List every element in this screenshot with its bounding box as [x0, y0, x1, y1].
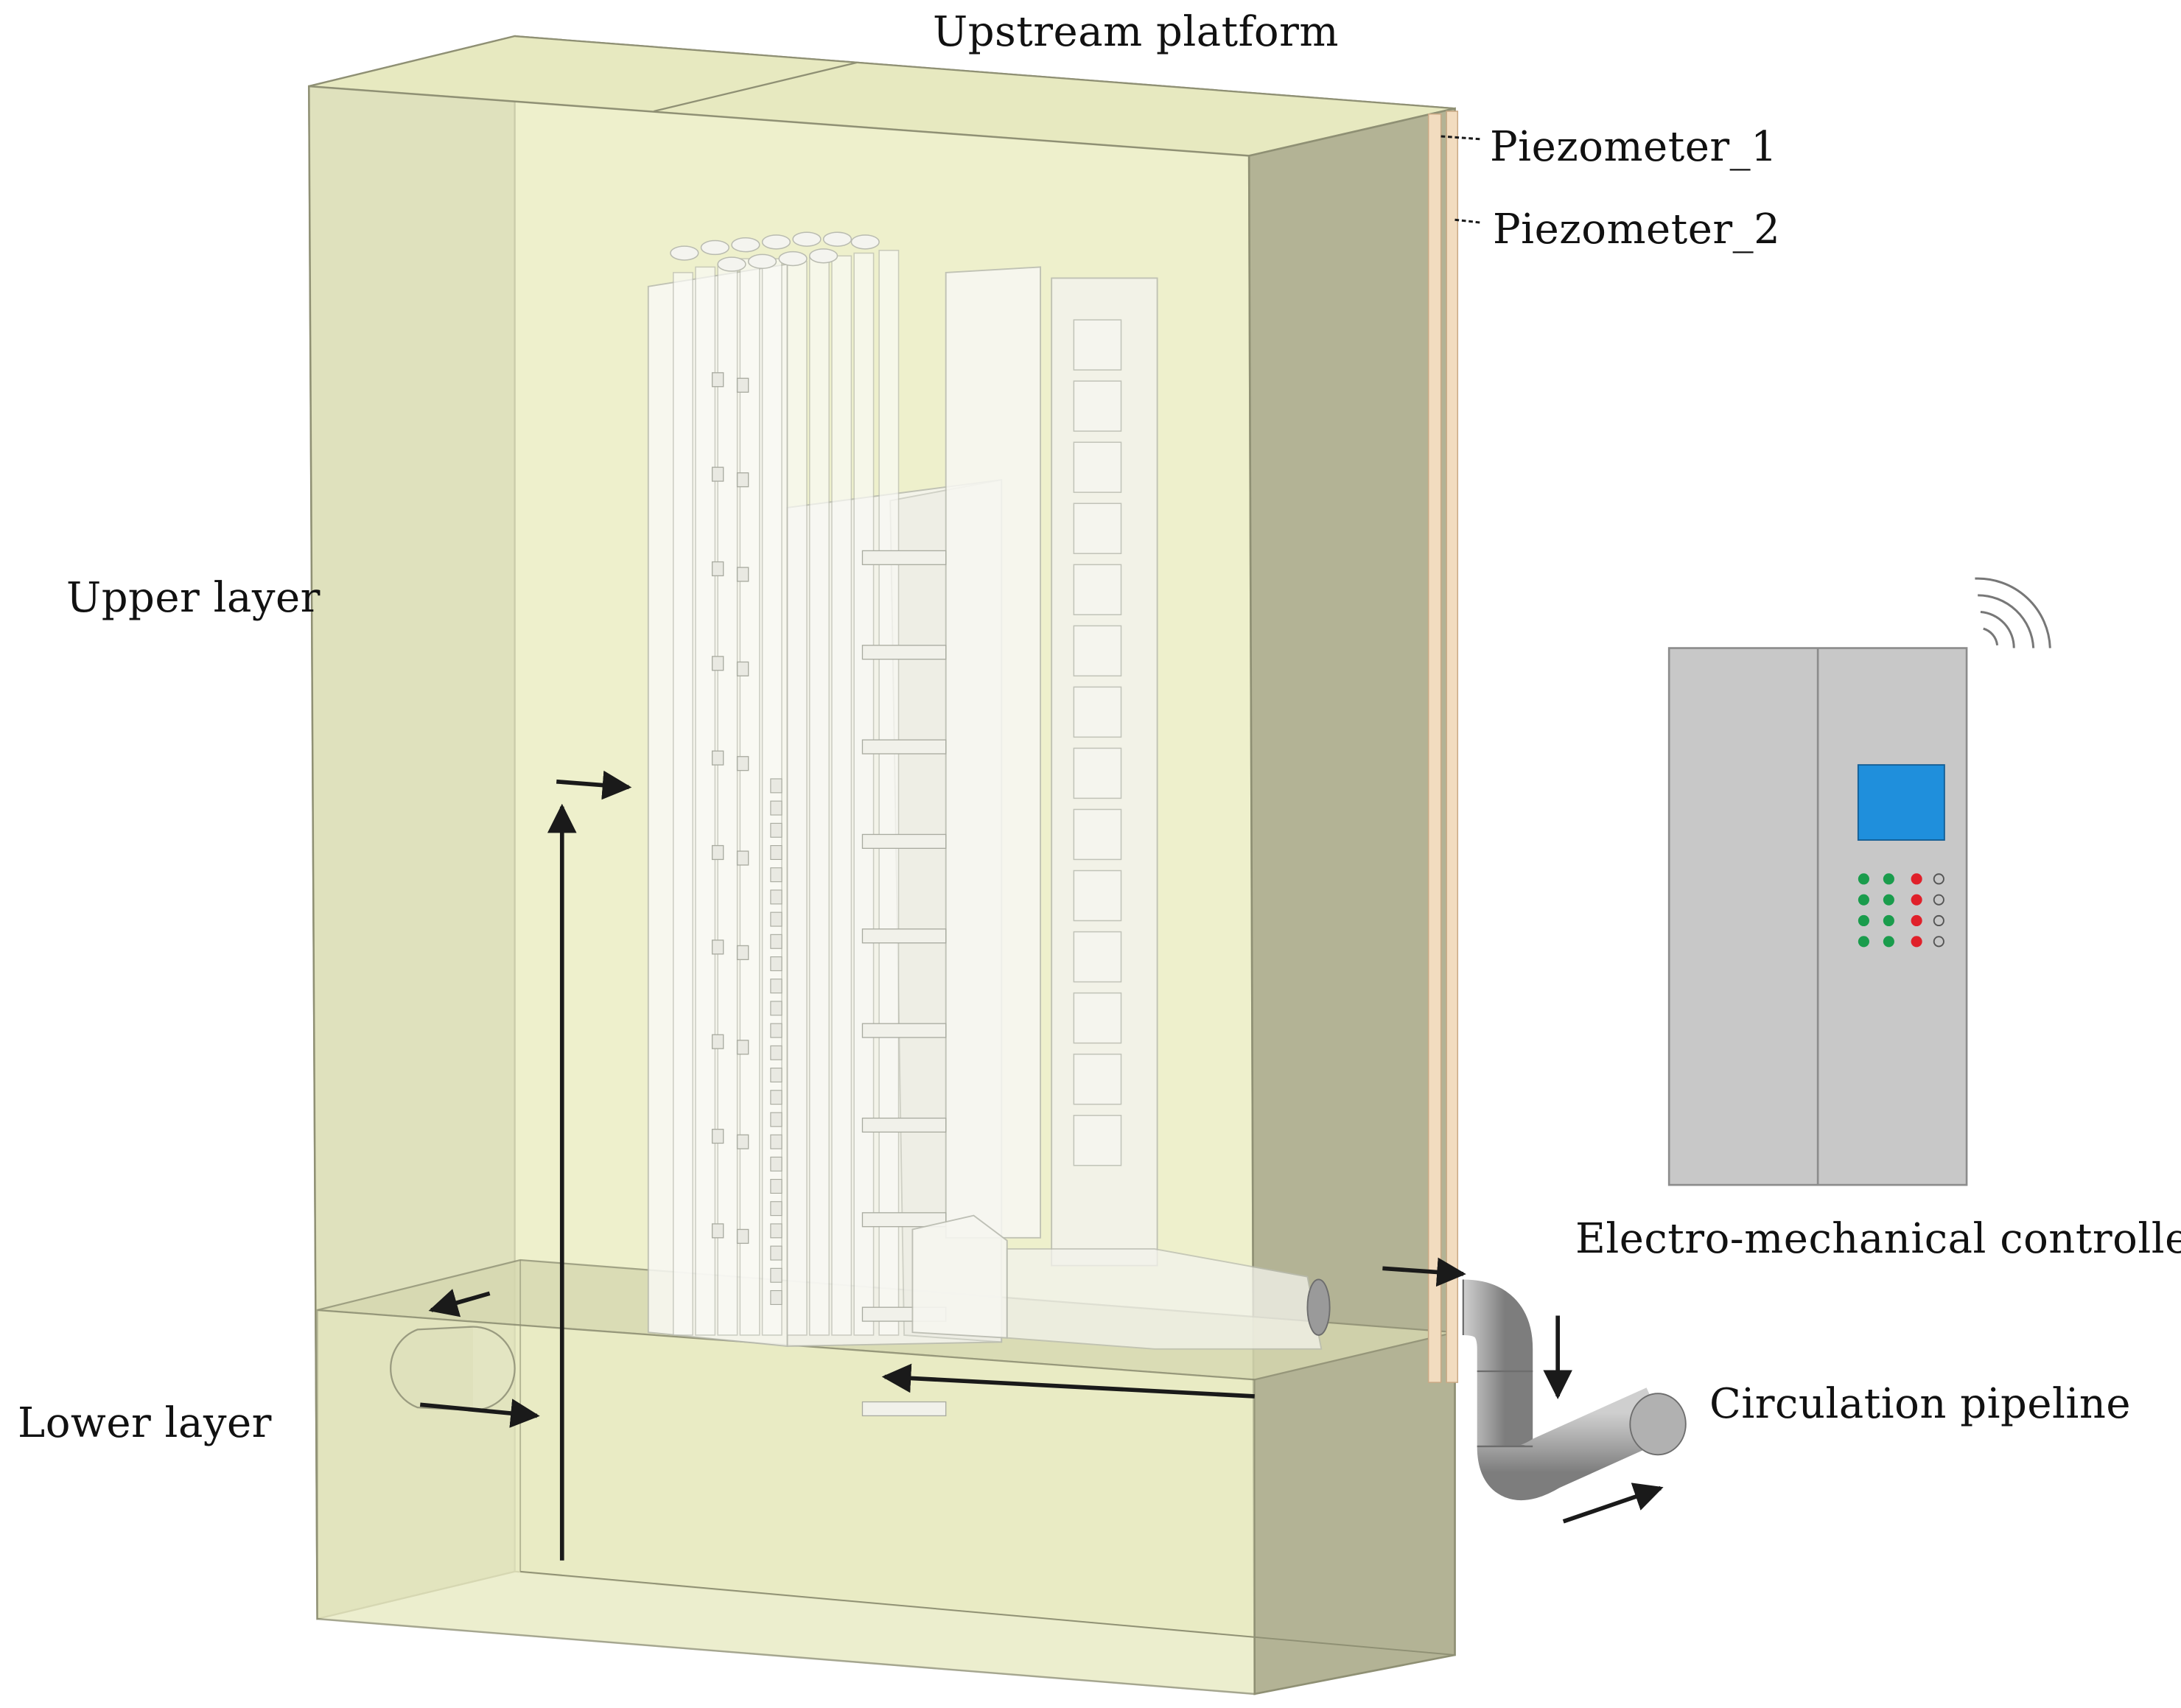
controller-screen	[1857, 764, 1945, 841]
lower-layer-front	[316, 1309, 1256, 1695]
inlet-culvert	[390, 1326, 516, 1411]
piezometer-leaders	[1440, 135, 1480, 224]
flow-arrows	[419, 770, 1664, 1561]
circulation-pipeline-label: Circulation pipeline	[1709, 1380, 2132, 1428]
piezometer-2-label: Piezometer_2	[1493, 206, 1781, 253]
wireless-signal-icon	[1975, 577, 2051, 648]
piezometer-2-tube	[1446, 111, 1459, 1383]
controller-label: Electro-mechanical controller	[1575, 1215, 2181, 1263]
circulation-pipeline	[1306, 1278, 1687, 1500]
flow-arrow-icon	[1382, 1257, 1466, 1287]
flow-arrow-icon	[419, 1399, 540, 1428]
piezometer-strips	[1427, 111, 1459, 1383]
flow-arrow-icon	[1562, 1483, 1664, 1524]
piezometer-1-label: Piezometer_1	[1490, 123, 1778, 171]
piezometer-1-tube	[1427, 113, 1442, 1383]
flow-arrow-icon	[428, 1289, 491, 1317]
upper-layer-label: Upper layer	[66, 574, 321, 622]
upstream-platform-label: Upstream platform	[933, 8, 1339, 56]
flow-arrow-icon	[881, 1363, 1255, 1399]
tank-right-wall	[1247, 107, 1456, 1695]
lower-layer-label: Lower layer	[18, 1399, 272, 1447]
controller-cabinet	[1667, 577, 2051, 1186]
intake-tower-structure	[647, 231, 1323, 1417]
flow-arrow-icon	[556, 770, 632, 800]
